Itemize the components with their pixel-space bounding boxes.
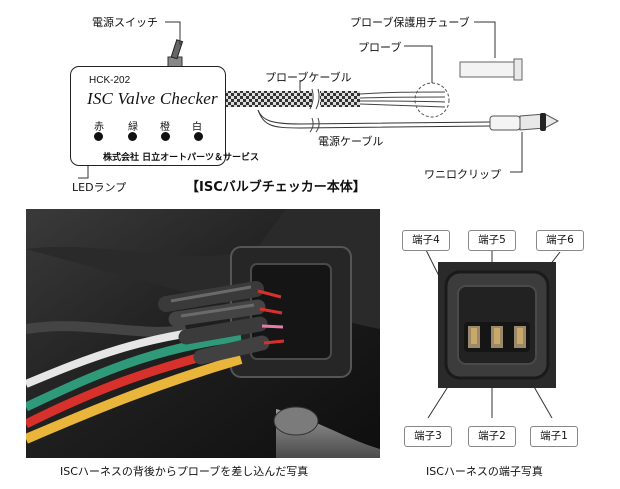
clip-leader (510, 132, 523, 173)
probe-label: プローブ (358, 41, 402, 54)
harness-terminal-photo (438, 262, 556, 388)
probe-tube-icon (459, 58, 523, 81)
led-white-icon (194, 132, 203, 141)
probe-highlight-circle (414, 82, 450, 118)
section-heading: 【ISCバルブチェッカー本体】 (186, 180, 366, 195)
terminal-1-label: 端子1 (530, 426, 578, 447)
probe-tube-label: プローブ保護用チューブ (350, 16, 470, 29)
led-green-icon (128, 132, 137, 141)
power-cable (257, 109, 491, 133)
alligator-clip-label: ワニロクリップ (424, 168, 501, 181)
terminal-3-label: 端子3 (404, 426, 452, 447)
probe-cable-label: プローブケーブル (265, 71, 352, 84)
terminal-4-label: 端子4 (402, 230, 450, 251)
led-lamp-label: LEDランプ (72, 181, 127, 194)
power-switch-leader (165, 21, 181, 45)
device-maker: 株式会社 日立オートパーツ＆サービス (103, 153, 259, 163)
terminal-5-label: 端子5 (468, 230, 516, 251)
probe-leader (404, 45, 433, 83)
led-label-orange: 橙 (160, 122, 170, 133)
power-cable-label: 電源ケーブル (318, 135, 384, 148)
led-label-green: 緑 (128, 122, 138, 133)
harness-probe-photo (26, 209, 380, 458)
probe-cable (224, 88, 446, 110)
power-switch-label: 電源スイッチ (92, 16, 158, 29)
led-orange-icon (161, 132, 170, 141)
harness-probe-image (26, 209, 380, 458)
harness-terminal-image (438, 262, 556, 388)
tube-leader (474, 21, 496, 58)
device-product-name: ISC Valve Checker (87, 89, 218, 108)
device-model: HCK-202 (89, 75, 131, 86)
led-red-icon (94, 132, 103, 141)
checker-device: HCK-202 ISC Valve Checker 赤 緑 橙 白 株式会社 日… (70, 66, 259, 166)
alligator-clip-icon (489, 113, 560, 131)
photo2-caption: ISCハーネスの端子写真 (426, 465, 543, 478)
led-label-red: 赤 (94, 122, 104, 133)
terminal-2-label: 端子2 (468, 426, 516, 447)
photo1-caption: ISCハーネスの背後からプローブを差し込んだ写真 (60, 465, 309, 478)
terminal-6-label: 端子6 (536, 230, 584, 251)
led-label-white: 白 (192, 122, 202, 133)
